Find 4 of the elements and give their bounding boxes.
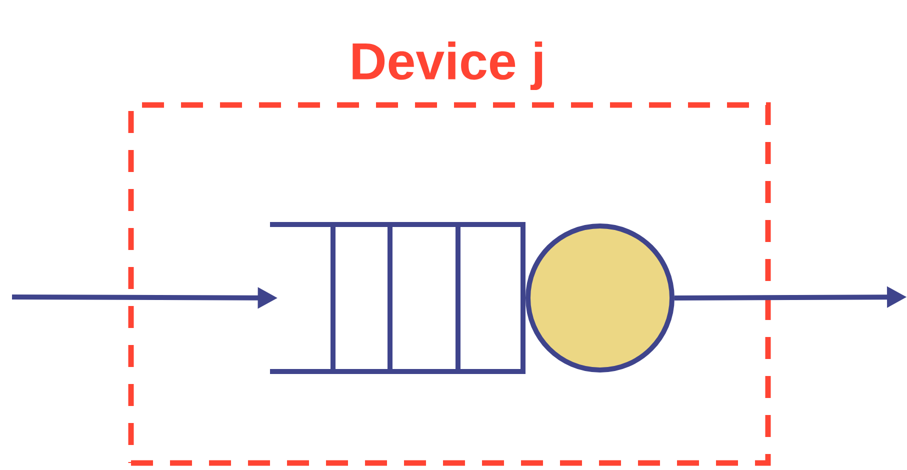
heading: Device j [352,42,542,90]
dashed-box [128,102,771,466]
queue-drawing [268,222,526,374]
server-circle [526,223,674,372]
